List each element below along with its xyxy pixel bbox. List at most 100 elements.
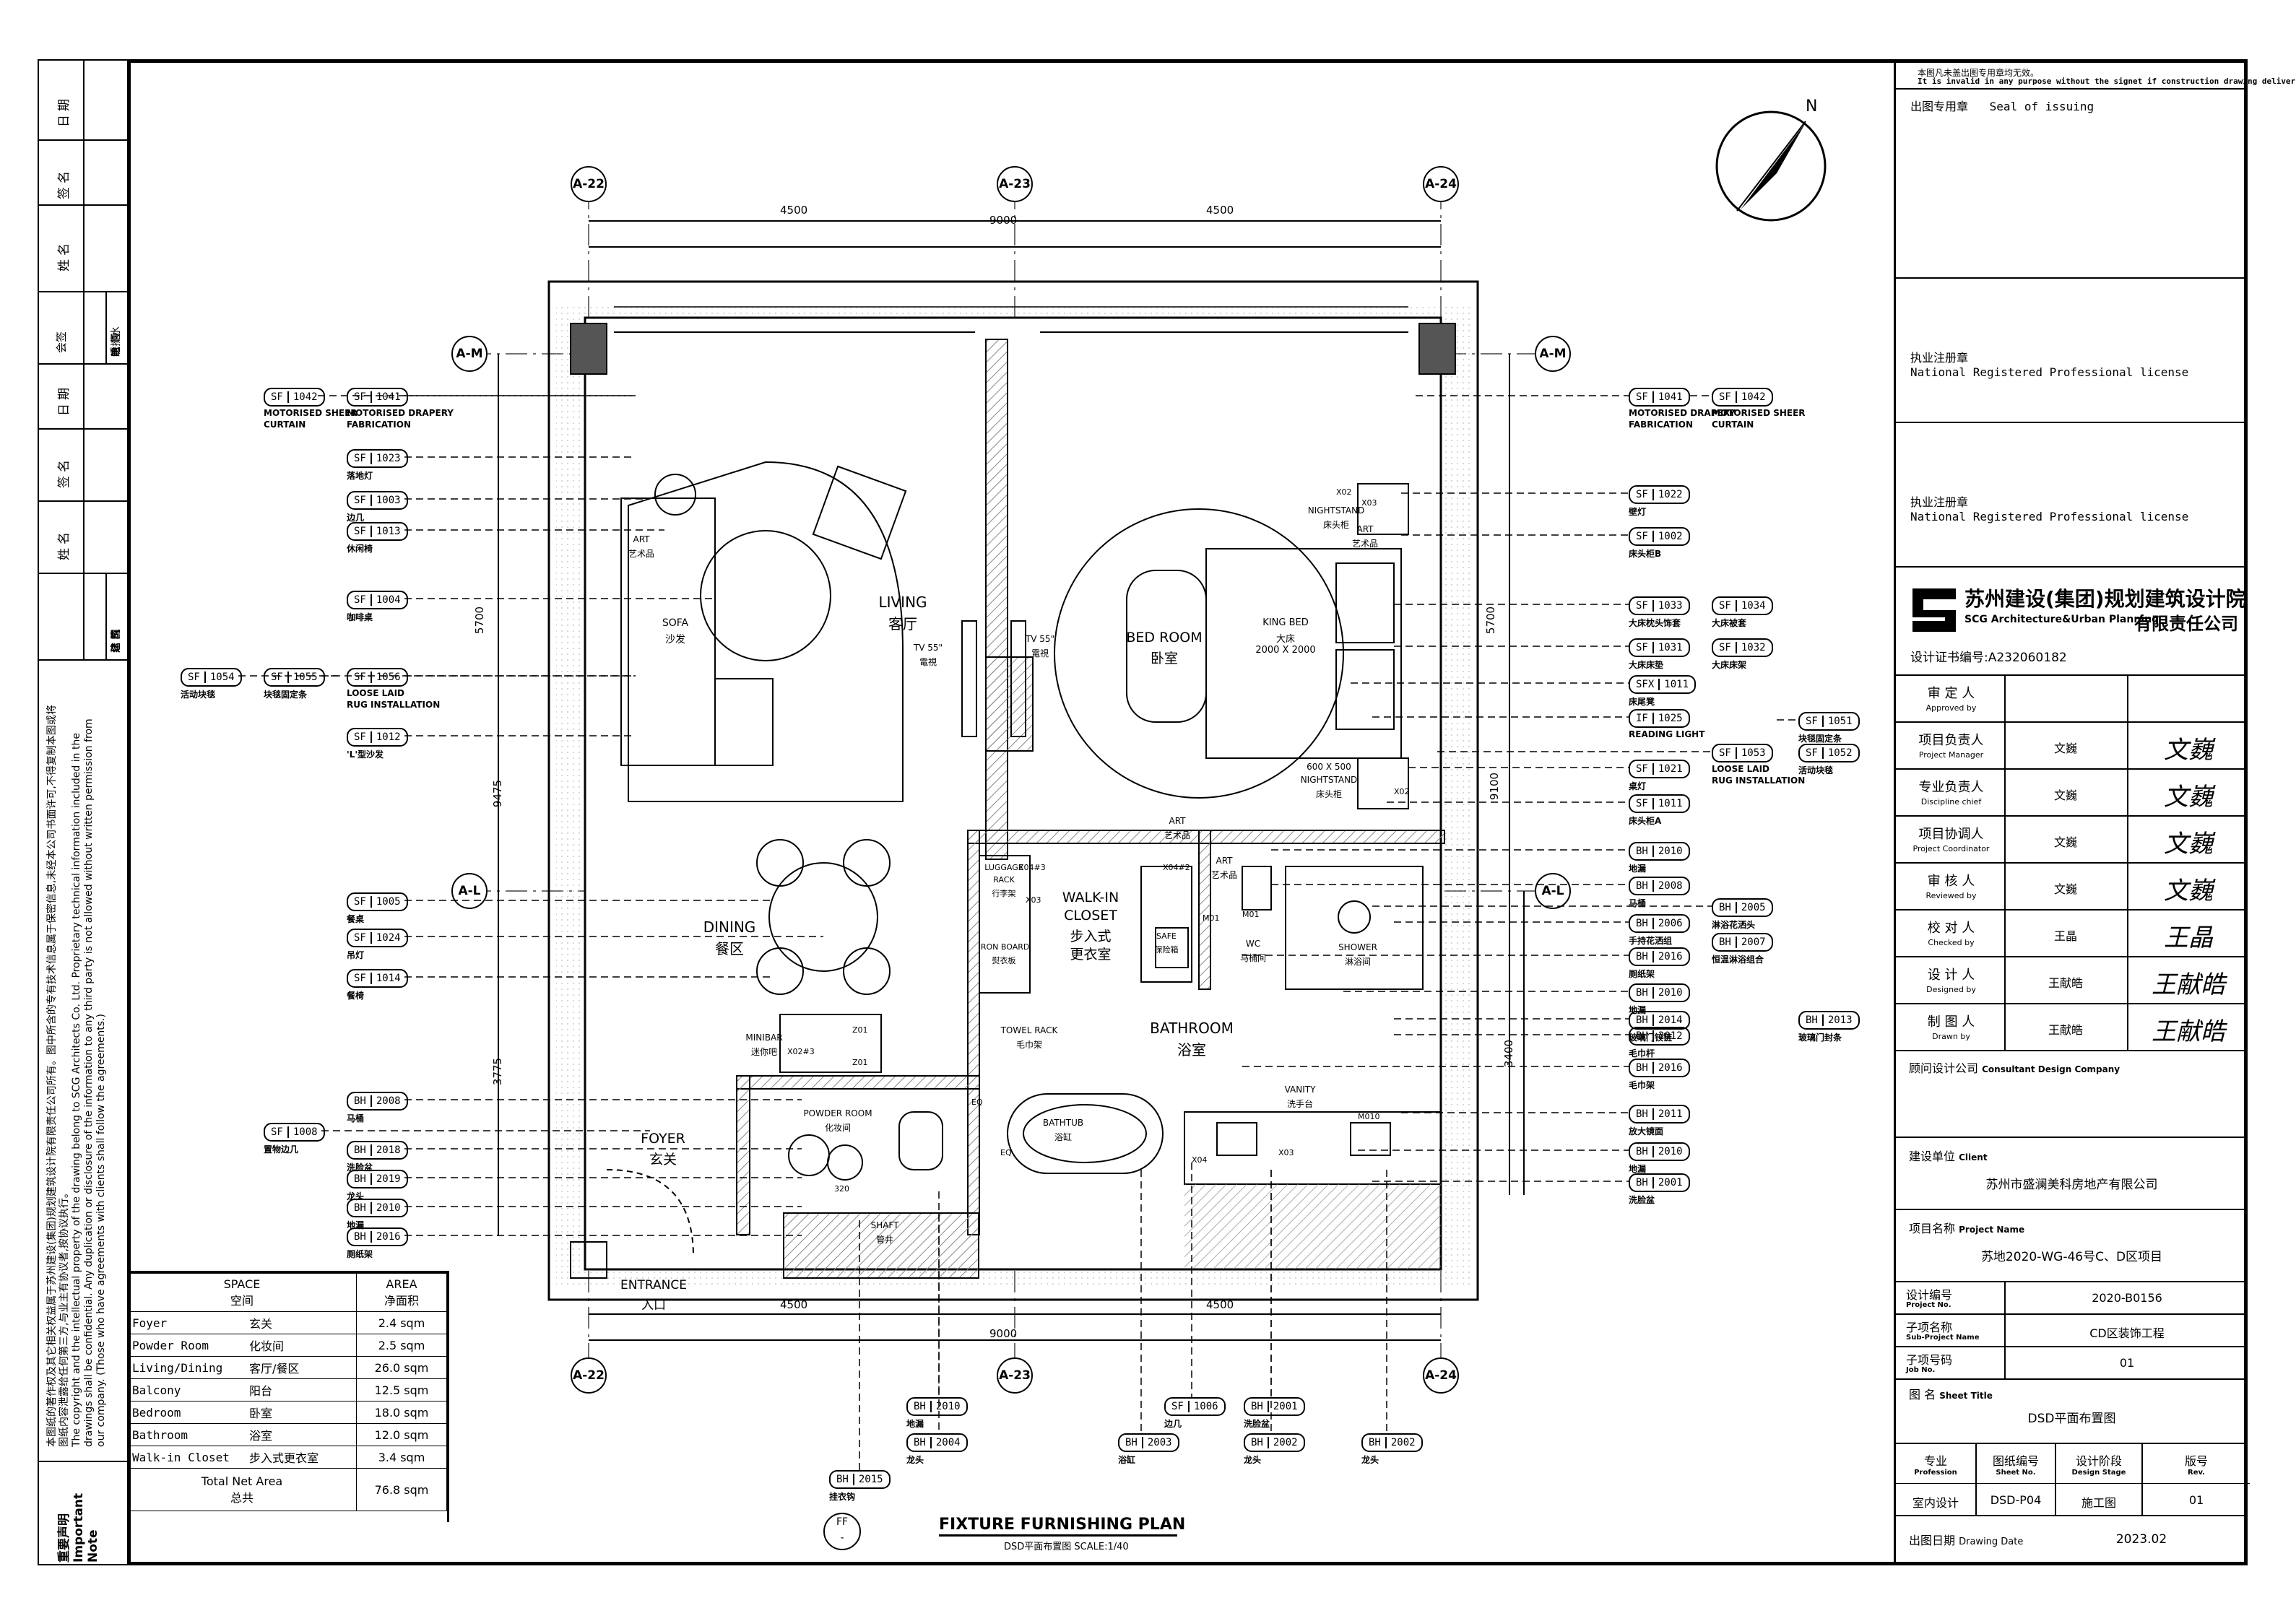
meta-value: 施工图 xyxy=(2081,1496,2116,1510)
furniture-tv-1-line: 電視 xyxy=(919,657,937,667)
tag-label: 餐桌 xyxy=(347,914,365,924)
meta-label-cn: 版号 xyxy=(2184,1454,2208,1468)
tag-number: 2012 xyxy=(1652,1030,1683,1042)
grid-row-label: A-L xyxy=(1541,884,1564,898)
role-title-en: Project Manager xyxy=(1918,750,1984,760)
grid-bubble-row xyxy=(451,873,488,909)
tag-code: SF xyxy=(1171,1401,1184,1412)
tag-number: 1025 xyxy=(1652,713,1683,724)
meta-divider xyxy=(1977,1483,2055,1484)
role-person: 文巍 xyxy=(2053,882,2077,896)
role-signature: 王献皓 xyxy=(2152,1017,2225,1046)
tag-number: 2014 xyxy=(1652,1014,1683,1026)
strip-label: 日 xyxy=(57,404,72,416)
tag-code: SF xyxy=(354,973,366,984)
tag-number: 1011 xyxy=(1658,679,1689,690)
firm-name-en: SCG Architecture&Urban Planning xyxy=(1964,614,2159,625)
meta-value: 01 xyxy=(2188,1493,2204,1507)
equipment-code: EQ xyxy=(1000,1148,1012,1157)
role-title-en: Project Coordinator xyxy=(1912,844,1990,853)
area-header-cn: 净面积 xyxy=(384,1293,419,1308)
strip-label: 签 xyxy=(57,476,72,488)
art-1-line: ART xyxy=(633,534,650,544)
room-closet-line: 步入式 xyxy=(1070,929,1112,944)
grid-row-label: A-L xyxy=(458,884,481,898)
room-bedroom-line: 卧室 xyxy=(1150,651,1178,666)
furniture-minibar-line: MINIBAR xyxy=(745,1033,783,1043)
space-name-cn: 客厅/餐区 xyxy=(245,1356,357,1379)
grid-row-label: A-M xyxy=(1539,347,1567,361)
tag-number: 1054 xyxy=(204,672,235,683)
tag-number: 1042 xyxy=(287,391,318,403)
tag-code: SF xyxy=(354,594,366,606)
furniture-iron-board-line: IRON BOARD xyxy=(978,942,1030,952)
art-3-line: 艺术品 xyxy=(1164,830,1190,840)
tag-label: 置物边几 xyxy=(264,1144,299,1155)
equipment-code: X02 xyxy=(1336,487,1352,497)
drawing-date-en: Drawing Date xyxy=(1959,1537,2024,1547)
role-title-cn: 专业负责人 xyxy=(1918,780,1984,795)
furniture-sofa-line: 沙发 xyxy=(665,634,685,646)
license-box-1: 执业注册章 National Registered Professional l… xyxy=(1896,279,2248,423)
tag-number: 2008 xyxy=(370,1095,401,1107)
strip-label: 名 xyxy=(57,243,72,256)
strip-label: 名 xyxy=(57,171,72,183)
tag-label: FABRICATION xyxy=(1629,420,1694,430)
tag-code: BH xyxy=(914,1401,926,1412)
space-name-cn: 玄关 xyxy=(245,1311,357,1334)
meta-divider xyxy=(2056,1483,2141,1484)
equipment-code: EQ xyxy=(971,1098,983,1107)
grid-row-label: A-M xyxy=(456,347,483,361)
tag-label: CURTAIN xyxy=(264,420,306,430)
tag-number: 2007 xyxy=(1735,936,1766,948)
furniture xyxy=(570,461,1424,1279)
role-person: 王献皓 xyxy=(2048,1023,2083,1037)
tag-number: 2002 xyxy=(1385,1437,1416,1448)
dim-top: 4500 xyxy=(1206,204,1234,217)
art-4-line: ART xyxy=(1216,856,1233,866)
room-dining-line: DINING xyxy=(703,918,756,936)
consultant-en: Consultant Design Company xyxy=(1982,1064,2120,1074)
tag-code: SFX xyxy=(1636,679,1655,690)
furniture-kingbed-line: KING BED xyxy=(1262,617,1309,628)
sheet-title-cn: 图 名 xyxy=(1909,1388,1936,1401)
role-person: 王献皓 xyxy=(2048,976,2083,990)
equipment-code: M01 xyxy=(1203,913,1220,923)
tag-number: 1055 xyxy=(287,672,318,683)
info-divider xyxy=(2004,1315,2006,1347)
room-vanity-line: 洗手台 xyxy=(1286,1099,1313,1109)
important-note-en: Important Note xyxy=(72,1492,100,1563)
signature-strip: 期日名签名姓给排水电 气暖 通会签期日名签名姓总 图建 筑结 构 本图纸的著作权… xyxy=(38,59,129,1565)
drawing-ref: FF xyxy=(836,1516,849,1528)
tag-code: BH xyxy=(354,1173,366,1185)
tag-code: SF xyxy=(271,1126,283,1138)
role-title-cn: 项目协调人 xyxy=(1918,827,1984,842)
role-divider xyxy=(2127,957,2128,1004)
info-divider xyxy=(2004,1282,2006,1315)
drawing-ref-sub: - xyxy=(840,1532,844,1544)
seal-label: 出图专用章 Seal of issuing xyxy=(1910,97,2094,114)
important-note: 重要声明 Important Note xyxy=(53,1489,100,1563)
tag-label: 吊灯 xyxy=(347,950,365,960)
tag-label: 洗脸盆 xyxy=(1244,1419,1270,1429)
tag-number: 2005 xyxy=(1735,902,1766,913)
tag-leaders xyxy=(238,395,1798,1470)
tag-code: SF xyxy=(354,495,366,506)
strip-label: 日 xyxy=(57,115,72,127)
